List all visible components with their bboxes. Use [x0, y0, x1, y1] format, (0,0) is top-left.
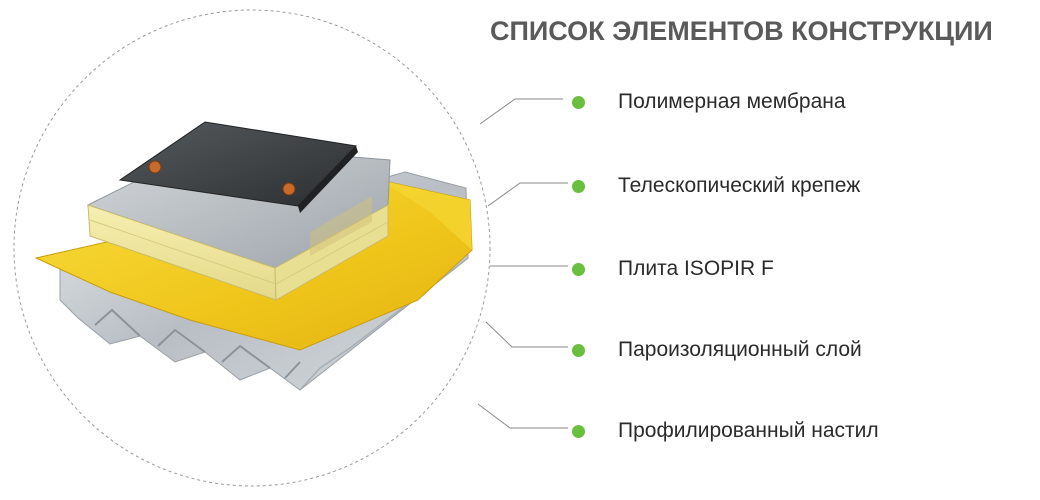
polymer-membrane	[118, 121, 358, 213]
legend-item-board: Плита ISOPIR F	[572, 254, 774, 284]
legend-item-membrane: Полимерная мембрана	[572, 87, 846, 117]
diagram-title: СПИСОК ЭЛЕМЕНТОВ КОНСТРУКЦИИ	[490, 16, 993, 46]
leader-line-deck	[477, 403, 568, 429]
leader-line-fastener	[487, 182, 568, 207]
green-dot-icon	[572, 179, 585, 193]
legend-item-fastener: Телескопический крепеж	[572, 171, 860, 201]
legend-label: Полимерная мембрана	[618, 90, 846, 113]
legend-label: Плита ISOPIR F	[618, 257, 774, 280]
legend-label: Пароизоляционный слой	[618, 338, 862, 361]
legend-label: Профилированный настил	[618, 419, 879, 442]
green-dot-icon	[572, 262, 585, 276]
leader-line-vapor	[485, 321, 568, 348]
legend-item-vapor-barrier: Пароизоляционный слой	[572, 335, 862, 365]
green-dot-icon	[572, 95, 585, 109]
dashed-frame-circle	[13, 9, 491, 487]
legend-label: Телескопический крепеж	[618, 174, 861, 197]
legend-item-deck: Профилированный настил	[572, 416, 879, 446]
leader-line-membrane	[479, 98, 563, 125]
green-dot-icon	[572, 424, 585, 438]
green-dot-icon	[572, 343, 585, 357]
fastener-head	[148, 160, 162, 174]
leader-lines	[477, 98, 568, 429]
fastener-head	[282, 182, 296, 196]
